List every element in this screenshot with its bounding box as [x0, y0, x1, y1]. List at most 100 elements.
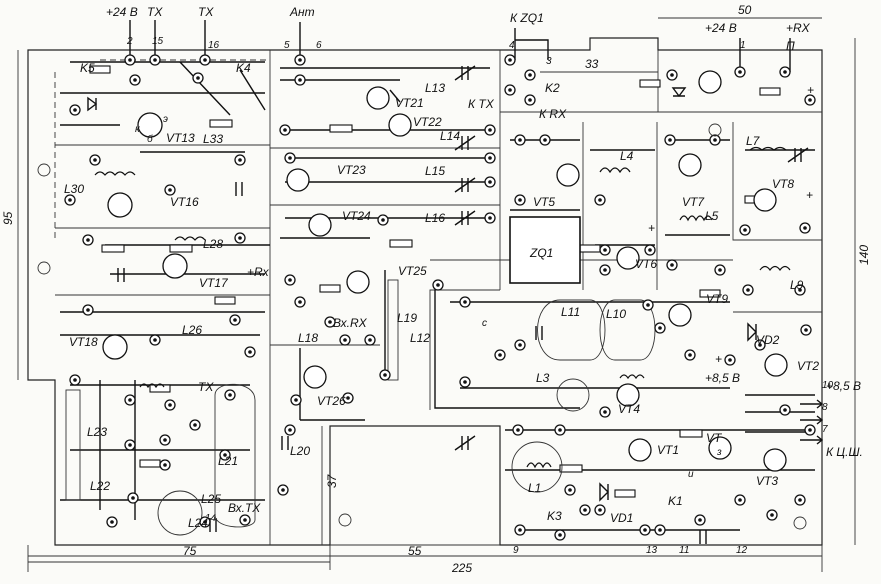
label-vt21: VT21 — [395, 96, 424, 110]
transistor-vt — [708, 436, 732, 460]
transistor-vt2 — [764, 353, 788, 377]
pin-letter-k: к — [135, 124, 141, 135]
label-l14: L14 — [440, 129, 460, 143]
label-l26: L26 — [182, 323, 202, 337]
label-vt4: VT4 — [618, 402, 640, 416]
plus-mark-1: + — [807, 83, 814, 97]
label-l9: L9 — [790, 278, 804, 292]
label-k5: K5 — [80, 61, 95, 75]
label-l11: L11 — [561, 305, 580, 319]
pin-3: 3 — [546, 56, 552, 67]
pin-15: 15 — [152, 36, 164, 47]
transistor-vt22 — [388, 113, 412, 137]
transistor-vt4 — [616, 383, 640, 407]
terminal-plus-rx-mid: +Rx — [247, 265, 270, 279]
label-k2: K2 — [545, 81, 560, 95]
terminal-tx-left: TX — [198, 380, 214, 394]
plus-mark-4: + — [715, 352, 722, 366]
label-l16: L16 — [425, 211, 445, 225]
transistor-vt1 — [628, 438, 652, 462]
label-vt: VT — [706, 431, 723, 445]
transistor-vt6 — [616, 246, 640, 270]
label-vd1: VD1 — [610, 511, 633, 525]
terminal-labels: +24 В TX TX Ант К ZQ1 +24 В +RX П К TX К… — [106, 5, 863, 515]
terminal-plus-rx-top: +RX — [786, 21, 811, 35]
transistor-vt13 — [137, 112, 163, 138]
pin-16: 16 — [208, 40, 220, 51]
label-l20: L20 — [290, 444, 310, 458]
transistor-vt24 — [308, 213, 332, 237]
terminal-vx-tx: Вх.TX — [228, 501, 261, 515]
zq1-label: ZQ1 — [529, 246, 553, 260]
label-k1: K1 — [668, 494, 683, 508]
label-vt9: VT9 — [706, 292, 728, 306]
label-l23: L23 — [87, 425, 107, 439]
terminal-plus24v-rx: +24 В — [705, 21, 737, 35]
terminal-tx-1: TX — [147, 5, 163, 19]
wire-traces — [60, 20, 815, 531]
label-l12: L12 — [410, 331, 430, 345]
label-vt3: VT3 — [756, 474, 778, 488]
dimension-lines: 225 75 55 50 33 95 140 37 — [1, 3, 871, 575]
label-vt2: VT2 — [797, 359, 819, 373]
pin-13: 13 — [646, 545, 658, 556]
transistors — [102, 70, 788, 472]
pin-8: 8 — [822, 402, 828, 413]
transistor-vt3 — [763, 448, 787, 472]
coils-graphics — [65, 146, 791, 536]
dim-37: 37 — [325, 473, 339, 488]
capacitors — [117, 65, 809, 544]
pin-4: 4 — [509, 40, 515, 51]
transistor-vt17 — [162, 253, 188, 279]
transistor-vt18 — [102, 334, 128, 360]
label-vt26: VT26 — [317, 394, 346, 408]
label-l19: L19 — [397, 311, 417, 325]
label-vt23: VT23 — [337, 163, 366, 177]
pin-5: 5 — [284, 40, 290, 51]
dim-225: 225 — [451, 561, 472, 575]
transistor-vt26 — [303, 365, 327, 389]
pin-6: 6 — [316, 40, 322, 51]
label-vt17: VT17 — [199, 276, 229, 290]
transistor-vt9 — [668, 303, 692, 327]
label-vt25: VT25 — [398, 264, 427, 278]
terminal-plus24v-tx: +24 В — [106, 5, 138, 19]
zq1-filter: ZQ1 — [509, 216, 581, 284]
transistor-vt16 — [107, 192, 133, 218]
terminal-vx-rx: Вх.RX — [333, 316, 368, 330]
label-vt13: VT13 — [166, 131, 195, 145]
label-vt5: VT5 — [533, 195, 555, 209]
pin-10: 10 — [822, 380, 834, 391]
terminal-k-zq1: К ZQ1 — [510, 11, 544, 25]
label-l28: L28 — [203, 237, 223, 251]
terminal-k-csh: К Ц.Ш. — [826, 445, 863, 459]
label-vt7: VT7 — [682, 195, 705, 209]
component-labels: K5 K4 K2 K3 K1 VT1 VT2 VT3 VT4 VT5 VT6 V… — [64, 61, 819, 530]
terminal-plus85v-mid: +8,5 В — [705, 371, 740, 385]
terminal-plus85v-right: +8,5 В — [826, 379, 861, 393]
solder-pads — [37, 54, 816, 541]
dim-95: 95 — [1, 211, 15, 225]
transistor-rx-top — [698, 70, 722, 94]
label-l3: L3 — [536, 371, 550, 385]
resistors — [89, 65, 781, 498]
dim-55: 55 — [408, 544, 422, 558]
polarity-marks: + + + + — [648, 83, 824, 445]
pin-11: 11 — [679, 545, 689, 556]
pin-letter-e: э — [163, 114, 168, 125]
label-vt22: VT22 — [413, 115, 442, 129]
transistor-pin-letters: к б э с и з — [135, 114, 722, 480]
transistor-vt23 — [286, 168, 310, 192]
label-l15: L15 — [425, 164, 445, 178]
transistor-vt5 — [556, 163, 580, 187]
label-l10: L10 — [606, 307, 626, 321]
pin-7: 7 — [822, 424, 828, 435]
label-vt16: VT16 — [170, 195, 199, 209]
label-l13: L13 — [425, 81, 445, 95]
pin-14: 14 — [205, 513, 217, 524]
label-l21: L21 — [218, 454, 238, 468]
pin-letter-z: з — [716, 447, 722, 458]
label-l30: L30 — [64, 182, 84, 196]
pin-letter-b: б — [147, 133, 153, 145]
transistor-vt7 — [678, 153, 702, 177]
